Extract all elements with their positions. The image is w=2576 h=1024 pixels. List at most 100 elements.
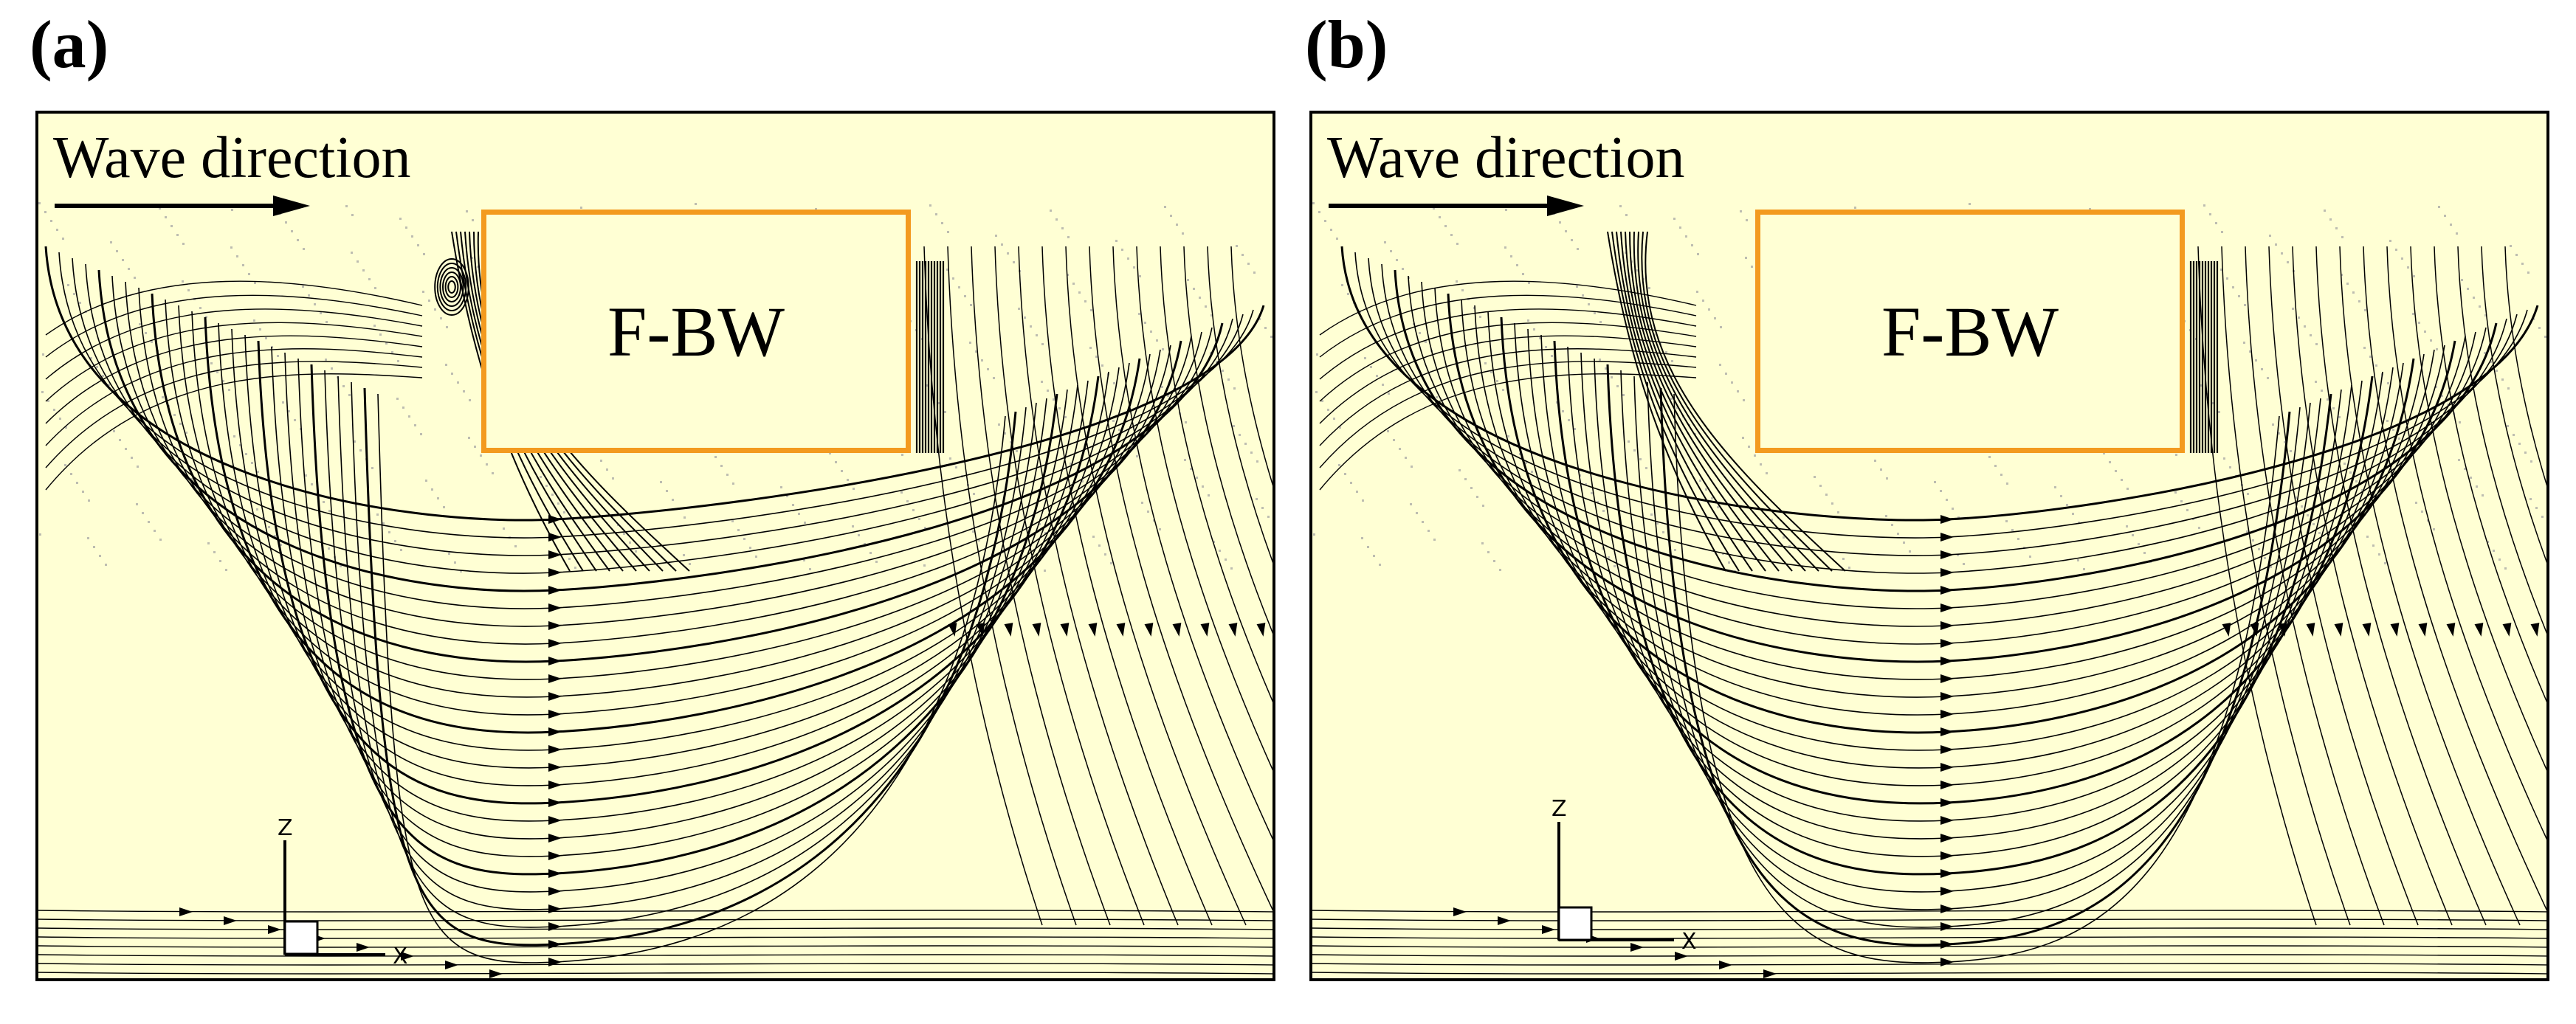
stipple-dot: [1742, 437, 1744, 439]
stipple-dot: [672, 499, 674, 501]
stipple-dot: [1364, 357, 1366, 359]
stipple-dot: [944, 411, 946, 413]
stipple-dot: [1516, 264, 1518, 266]
stipple-dot: [2421, 511, 2423, 513]
stipple-dot: [1067, 236, 1070, 238]
right-streamline: [1041, 246, 1213, 926]
stipple-dot: [1766, 472, 1768, 474]
stipple-dot: [176, 234, 179, 236]
stipple-dot: [1316, 353, 1318, 356]
right-streamline: [1089, 246, 1272, 911]
stipple-dot: [1170, 215, 1172, 217]
stipple-dot: [970, 304, 972, 306]
stipple-dot: [1697, 253, 1699, 255]
stipple-dot: [1176, 224, 1178, 226]
stipple-dot: [359, 449, 362, 452]
stipple-dot: [2498, 558, 2501, 561]
stipple-dot: [480, 454, 482, 457]
stipple-dot: [1315, 391, 1318, 393]
stipple-dot: [1112, 420, 1115, 422]
stipple-dot: [2212, 402, 2214, 404]
stipple-dot: [254, 282, 256, 284]
stipple-dot: [116, 250, 118, 252]
right-streamline: [1230, 246, 1272, 486]
stipple-dot: [924, 527, 926, 529]
stipple-dot: [2011, 529, 2014, 531]
stipple-dot: [448, 553, 450, 555]
stipple-dot: [1147, 511, 1149, 513]
right-streamline: [2434, 246, 2546, 702]
stipple-dot: [1388, 392, 1390, 395]
stipple-dot: [82, 491, 84, 493]
stipple-dot: [1568, 419, 1570, 421]
flow-arrow-icon: [1675, 952, 1688, 961]
stipple-dot: [1247, 263, 1250, 265]
stipple-dot: [1258, 318, 1261, 320]
stipple-dot: [1436, 396, 1438, 398]
stipple-dot: [443, 506, 445, 508]
stipple-dot: [1399, 448, 1401, 450]
stipple-dot: [1127, 257, 1129, 260]
stipple-dot: [2247, 493, 2249, 495]
stipple-dot: [2077, 559, 2079, 561]
edge-streamline: [1637, 231, 1819, 572]
stipple-dot: [1064, 416, 1067, 418]
flow-arrow-icon: [1940, 869, 1954, 878]
stipple-dot: [1144, 322, 1146, 324]
stipple-dot: [56, 229, 58, 231]
stipple-dot: [159, 539, 162, 541]
stipple-dot: [457, 381, 459, 384]
stipple-dot: [423, 253, 425, 255]
flow-arrow-icon: [548, 816, 562, 825]
stipple-dot: [1067, 274, 1069, 276]
stipple-dot: [2232, 286, 2234, 288]
stipple-dot: [1336, 238, 1338, 240]
stipple-dot: [460, 570, 462, 572]
stipple-dot: [1321, 400, 1323, 402]
flow-arrow-icon: [1088, 623, 1098, 637]
stipple-dot: [434, 308, 436, 311]
stipple-dot: [1150, 331, 1152, 333]
flow-arrow-icon: [2334, 623, 2343, 637]
stipple-dot: [2054, 486, 2056, 488]
stipple-dot: [1379, 564, 1381, 566]
stipple-dot: [2493, 550, 2495, 552]
stipple-dot: [1946, 499, 1948, 501]
stipple-dot: [1625, 214, 1628, 216]
right-streamline: [2292, 246, 2453, 926]
stipple-dot: [1699, 480, 1701, 482]
stipple-dot: [2473, 297, 2475, 299]
stipple-dot: [1361, 537, 1363, 539]
flow-arrow-icon: [489, 969, 503, 978]
stipple-dot: [540, 476, 542, 478]
stipple-dot: [2341, 236, 2343, 238]
stipple-dot: [635, 550, 637, 553]
stipple-dot: [2226, 277, 2228, 280]
stipple-dot: [2386, 420, 2389, 422]
flow-arrow-icon: [548, 550, 562, 559]
stipple-dot: [2301, 505, 2303, 508]
stipple-dot: [1162, 348, 1164, 350]
stipple-dot: [1190, 468, 1192, 470]
stipple-dot: [2369, 356, 2372, 358]
stipple-dot: [958, 286, 960, 288]
stipple-dot: [382, 522, 385, 525]
stipple-dot: [1416, 512, 1418, 514]
stipple-dot: [1141, 502, 1143, 504]
stipple-dot: [1519, 453, 1521, 455]
stipple-dot: [1614, 565, 1616, 567]
stipple-dot: [1256, 460, 1258, 463]
stipple-dot: [1058, 407, 1061, 409]
swirl-streamline: [45, 294, 423, 358]
stipple-dot: [2006, 482, 2008, 485]
stipple-dot: [732, 482, 734, 485]
stipple-dot: [2433, 528, 2435, 530]
stipple-dot: [2358, 300, 2360, 302]
stipple-dot: [683, 554, 685, 556]
stipple-dot: [396, 398, 399, 400]
edge-streamline: [1633, 231, 1806, 572]
stipple-dot: [1653, 333, 1656, 336]
stipple-dot: [2427, 519, 2429, 522]
stipple-dot: [2284, 441, 2286, 443]
right-streamline: [1065, 246, 1247, 926]
